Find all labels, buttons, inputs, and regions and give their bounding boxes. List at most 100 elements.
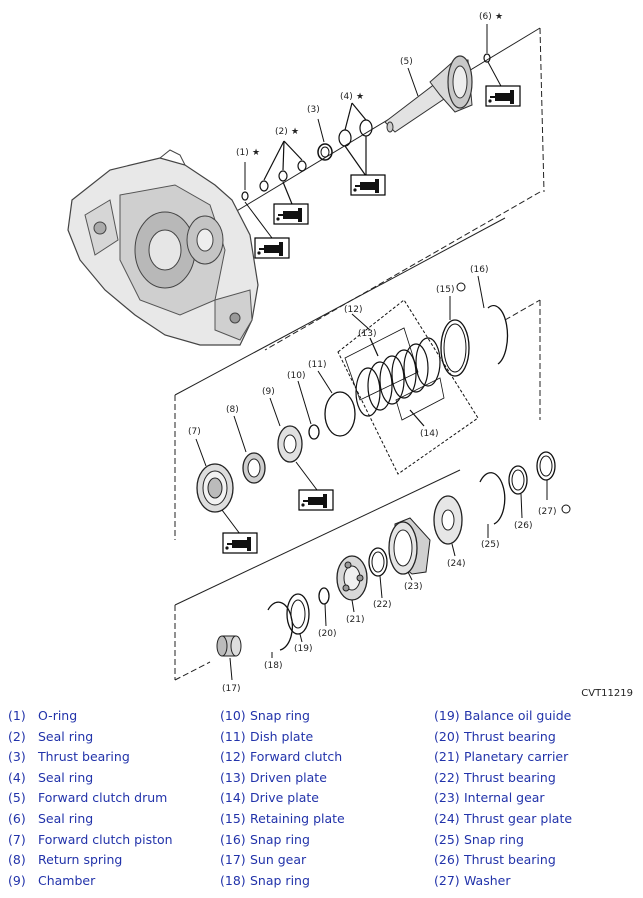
legend-item: (26)Thrust bearing [434, 850, 556, 870]
callout-19: (19) [294, 644, 312, 654]
legend-label: Retaining plate [250, 811, 345, 826]
legend-label: Seal ring [38, 811, 94, 826]
callout-27: (27) [538, 507, 556, 517]
part-10-snap-ring [297, 380, 320, 440]
star-1: ★ [252, 148, 260, 158]
callout-3: (3) [307, 105, 320, 115]
legend-label: Internal gear [464, 790, 545, 806]
callout-11: (11) [308, 360, 326, 370]
legend-item: (7)Forward clutch piston [8, 830, 173, 850]
legend-item: (8) Return spring [8, 850, 122, 870]
legend-label: Thrust bearing [464, 728, 556, 744]
legend-item: (5) Forward clutch drum [8, 788, 167, 808]
legend-item: (9) Chamber [8, 871, 95, 891]
legend-number: (6) [8, 811, 26, 826]
legend-item: (22)Thrust bearing [434, 768, 556, 788]
part-7-forward-clutch-piston [195, 438, 258, 554]
legend-number: (24) [434, 811, 460, 826]
part-5-forward-clutch-drum [384, 55, 473, 133]
legend-item: (21)Planetary carrier [434, 747, 568, 767]
legend-number: (1) [8, 708, 26, 723]
legend-label: Sun gear [250, 852, 307, 868]
legend-item: (6) Seal ring [8, 809, 93, 829]
legend-label: Snap ring [250, 872, 310, 888]
part-11-dish-plate [317, 370, 356, 437]
legend-label: Forward clutch [250, 749, 343, 765]
callout-2: (2) [275, 127, 288, 137]
legend-number: (11) [220, 728, 246, 744]
part-24-thrust-gear-plate [433, 495, 463, 557]
callout-16: (16) [470, 265, 488, 275]
legend-label: Seal ring [38, 728, 94, 744]
legend-label: Drive plate [250, 790, 319, 806]
legend-label: Dish plate [250, 728, 314, 744]
legend-number: (27) [434, 872, 460, 888]
legend-number: (18) [220, 872, 246, 888]
part-4-seal-rings [338, 102, 386, 196]
part-6-seal-ring [483, 24, 521, 107]
legend-item: (23)Internal gear [434, 788, 545, 808]
part-19-balance-oil-guide [286, 593, 310, 643]
callout-14: (14) [420, 429, 438, 439]
legend-label: Thrust bearing [464, 852, 556, 868]
legend-item: (12)Forward clutch [220, 747, 342, 767]
part-21-planetary-carrier [336, 555, 368, 613]
legend-label: Chamber [38, 872, 96, 888]
legend-number: (16) [220, 831, 246, 847]
bottom-boundary [174, 469, 461, 681]
callout-8: (8) [226, 405, 239, 415]
callout-21: (21) [346, 615, 364, 625]
callout-23: (23) [404, 582, 422, 592]
legend-item: (25)Snap ring [434, 830, 524, 850]
legend-number: (15) [220, 811, 246, 826]
legend-number: (2) [8, 728, 26, 744]
legend-item: (4)Seal ring [8, 768, 93, 788]
legend-item: (24)Thrust gear plate [434, 809, 572, 829]
callout-9: (9) [262, 387, 275, 397]
callout-5: (5) [400, 57, 413, 67]
part-17-sun-gear [216, 635, 242, 681]
legend-number: (25) [434, 831, 460, 847]
legend-label: Washer [464, 872, 511, 888]
legend-item: (16)Snap ring [220, 830, 310, 850]
callout-20: (20) [318, 629, 336, 639]
middle-boundary [174, 217, 541, 540]
part-15-retaining-plate [440, 282, 470, 377]
legend-label: Forward clutch drum [38, 790, 168, 806]
part-22-thrust-bearing [368, 547, 388, 599]
legend-label: Snap ring [464, 831, 524, 847]
exploded-diagram: (1) ★ (2) ★ (3) (4) ★ (5) (6) ★ (7) (8) … [67, 12, 571, 694]
part-13-14-plates [344, 327, 445, 427]
legend-number: (26) [434, 852, 460, 868]
callout-25: (25) [481, 540, 499, 550]
part-2-seal-rings [259, 140, 309, 225]
legend-item: (13)Driven plate [220, 768, 327, 788]
legend-number: (14) [220, 790, 246, 806]
legend-label: Return spring [38, 852, 123, 868]
legend-number: (9) [8, 872, 26, 888]
legend-label: Thrust bearing [464, 769, 556, 785]
part-20-thrust-bearing [318, 587, 330, 627]
legend-item: (10)Snap ring [220, 706, 310, 726]
legend-number: (3) [8, 749, 26, 765]
legend-item: (14)Drive plate [220, 788, 319, 808]
legend-item: (17)Sun gear [220, 850, 306, 870]
legend-item: (11)Dish plate [220, 727, 313, 747]
legend-number: (21) [434, 749, 460, 765]
part-18-snap-ring [267, 601, 293, 658]
part-25-snap-ring [479, 472, 506, 538]
callout-10: (10) [287, 371, 305, 381]
callout-22: (22) [373, 600, 391, 610]
star-4: ★ [356, 92, 364, 102]
callout-6: (6) [479, 12, 492, 22]
callout-18: (18) [264, 661, 282, 671]
legend-label: Snap ring [250, 831, 310, 847]
legend-number: (5) [8, 790, 26, 806]
legend-number: (12) [220, 749, 246, 765]
callout-13: (13) [358, 329, 376, 339]
legend-number: (8) [8, 852, 26, 868]
callout-17: (17) [222, 684, 240, 694]
callout-1: (1) [236, 148, 249, 158]
part-26-thrust-bearing [508, 465, 528, 519]
callout-15: (15) [436, 285, 454, 295]
